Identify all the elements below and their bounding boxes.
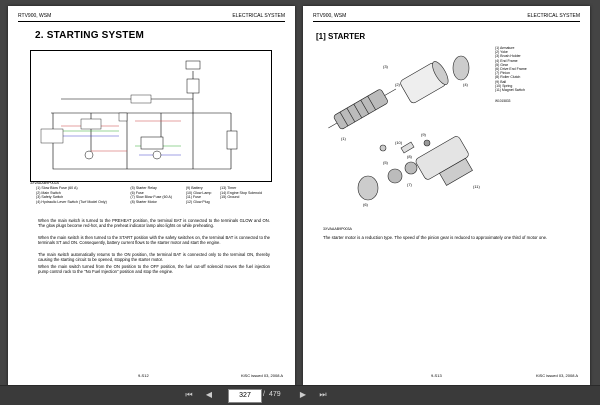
header-left: RTV900, WSM [313,13,347,19]
legend-item: (9) Battery [185,186,203,190]
next-page-icon: ▶ [299,390,307,399]
header-right: ELECTRICAL SYSTEM [232,13,285,19]
legend-item: (3) Safety Switch [36,195,64,200]
page-separator: / [263,391,265,398]
page-number: 9-S12 [138,373,149,378]
legend-item: (14) Engine Stop Solenoid [219,190,262,195]
svg-text:(4): (4) [463,82,469,87]
part-item: (9) Ball [495,79,507,84]
svg-text:(9): (9) [421,132,427,137]
header-right: ELECTRICAL SYSTEM [527,13,580,19]
paragraph: When the main switch is then turned to t… [38,235,270,246]
viewer-toolbar: ⏮ ◀ 327 / 479 ▶ ⏭ [0,385,600,405]
part-item: (7) Pinion [495,71,510,76]
issue-note: KiSC issued 03, 2008 A [240,373,283,378]
legend-item: (1) Slow Blow Fuse (60 A) [36,186,78,190]
section-title: 2. STARTING SYSTEM [35,30,144,41]
page-number: 9-S13 [431,373,442,378]
first-page-button[interactable]: ⏮ [182,388,196,402]
header-left: RTV900, WSM [18,13,52,19]
svg-text:(2): (2) [395,82,401,87]
legend-item: (2) Main Switch [36,190,61,195]
issue-note: KiSC issued 03, 2008 A [535,373,578,378]
part-item: (4) End Frame [495,58,518,63]
next-page-button[interactable]: ▶ [296,388,310,402]
first-page-icon: ⏮ [185,390,193,399]
last-page-icon: ⏭ [319,390,327,399]
right-page: RTV900, WSM ELECTRICAL SYSTEM [1] STARTE… [303,6,590,386]
wiring-diagram [30,50,272,182]
legend-item: (10) Glow Lamp [185,190,212,195]
starter-exploded-view: (1) (2) (3) (4) (5) (6) (7) (8) (9) (10)… [323,48,493,218]
svg-text:(3): (3) [383,64,389,69]
legend-item: (15) Ground [219,195,240,200]
diagram-legend: (1) Slow Blow Fuse (60 A) (5) Starter Re… [36,186,276,204]
svg-text:(10): (10) [395,140,403,145]
legend-item: (11) Fuse [185,195,201,200]
legend-item: (12) Glow Plug [185,199,210,204]
part-item: (2) Yoke [495,50,508,55]
section-title: [1] STARTER [316,32,366,41]
svg-text:(6): (6) [363,202,369,207]
svg-text:(8): (8) [407,154,413,159]
legend-item: (13) Timer [219,186,237,190]
left-page: RTV900, WSM ELECTRICAL SYSTEM 2. STARTIN… [8,6,295,386]
page-header: RTV900, WSM ELECTRICAL SYSTEM [18,11,285,22]
svg-text:(1): (1) [341,136,347,141]
part-item: (1) Armature [495,46,515,50]
starter-drawing-svg: (1) (2) (3) (4) (5) (6) (7) (8) (9) (10)… [328,55,480,207]
legend-item: (6) Fuse [130,190,144,195]
legend-item: (4) Hydraulic Lever Switch (Turf Model O… [36,199,107,204]
part-item: (3) Brush Holder [495,54,521,59]
part-code: W1015833 [495,99,511,103]
total-pages: 479 [269,391,281,398]
part-item: (11) Magnet Switch [495,88,525,93]
diagram-code: 3XVAAAB9P002A [30,181,59,185]
parts-list: (1) Armature (2) Yoke (3) Brush Holder (… [495,46,575,92]
legend-item: (8) Starter Motor [130,199,157,204]
legend-item: (7) Slow Blow Fuse (60 A) [130,195,172,200]
part-item: (5) Gear [495,62,509,67]
part-item: (8) Roller Clutch [495,75,521,80]
wiring-diagram-svg [40,60,238,170]
legend-item [220,200,276,205]
svg-text:(5): (5) [383,160,389,165]
last-page-button[interactable]: ⏭ [316,388,330,402]
diagram-code: 3XVAAAB9P003A [323,227,352,231]
page-header: RTV900, WSM ELECTRICAL SYSTEM [313,11,580,22]
paragraph: The starter motor is a reduction type. T… [323,235,548,240]
paragraph: The main switch automatically returns to… [38,252,270,263]
paragraph: When the main switch is turned to the PR… [38,218,270,229]
paragraph: When the main switch turned from the ON … [38,264,270,275]
part-item: (6) Drive End Frame [495,67,527,72]
svg-text:(11): (11) [473,184,480,189]
part-item: (10) Spring [495,83,513,88]
svg-text:(7): (7) [407,182,413,187]
previous-page-button[interactable]: ◀ [202,388,216,402]
previous-page-icon: ◀ [205,390,213,399]
legend-item: (5) Starter Relay [130,186,157,190]
page-number-input[interactable]: 327 [228,389,262,403]
